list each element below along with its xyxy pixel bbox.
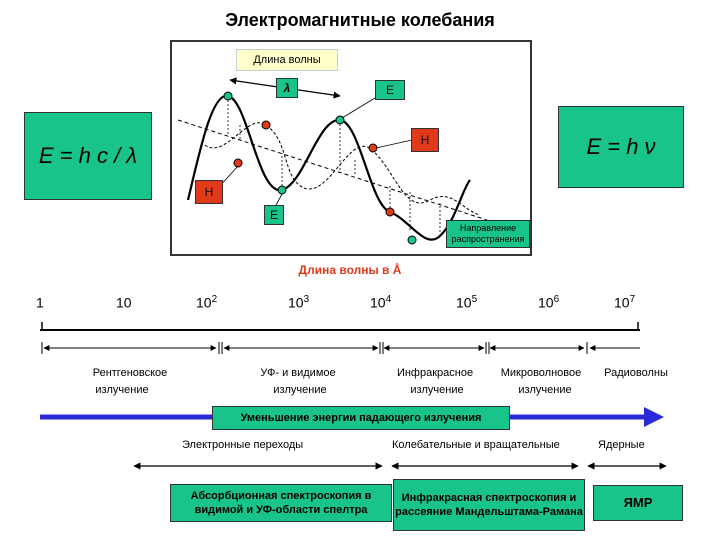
tick-label: 103 [288, 294, 309, 311]
tick-label: 10 [116, 294, 132, 311]
energy-banner: Уменьшение энергии падающего излучения [212, 406, 510, 430]
region-uv-label: УФ- и видимое [238, 367, 358, 379]
wavelength-label: Длина волны [236, 49, 338, 71]
region-microwave-label: Микроволновое [486, 367, 596, 379]
tick-label: 106 [538, 294, 559, 311]
transition-nuclear-label: Ядерные [598, 439, 645, 451]
wavelength-label-text: Длина волны [253, 54, 320, 66]
transition-electronic-label: Электронные переходы [182, 439, 303, 451]
region-ir-label: излучение [382, 384, 492, 396]
region-microwave-label: излучение [490, 384, 600, 396]
tick-label: 105 [456, 294, 477, 311]
transition-vibrational-label: Колебательные и вращательные [392, 439, 560, 451]
e-label-bottom: E [264, 205, 284, 225]
e-peak-marker [224, 92, 232, 100]
region-ir-label: Инфракрасное [380, 367, 490, 379]
h-label-right: H [411, 128, 439, 152]
h-pointer-line [376, 140, 412, 148]
method-uv-vis-box: Абсорбционная спектроскопия в видимой и … [170, 484, 392, 522]
h-trough-marker [234, 159, 242, 167]
method-ir-raman-box: Инфракрасная спектроскопия и рассеяние М… [393, 479, 585, 531]
propagation-direction-label: Направление распространения [446, 220, 530, 248]
region-uv-label: излучение [240, 384, 360, 396]
e-label-top: E [375, 80, 405, 100]
h-label-left: H [195, 180, 223, 204]
e-trough-marker [408, 236, 416, 244]
electric-field-wave [188, 96, 470, 240]
h-peak-marker [262, 121, 270, 129]
e-pointer-line [342, 98, 375, 118]
h-trough-marker [386, 208, 394, 216]
tick-label: 102 [196, 294, 217, 311]
tick-label: 107 [614, 294, 635, 311]
h-peak-marker [369, 144, 377, 152]
region-brackets [42, 342, 640, 354]
lambda-label: λ [276, 78, 298, 98]
region-xray-label: Рентгеновское [70, 367, 190, 379]
tick-label: 1 [36, 294, 44, 311]
method-nmr-box: ЯМР [593, 485, 683, 521]
e-trough-marker [278, 186, 286, 194]
region-radio-label: Радиоволны [586, 367, 686, 379]
region-xray-label: излучение [62, 384, 182, 396]
tick-label: 104 [370, 294, 391, 311]
propagation-axis [178, 120, 527, 233]
scale-caption: Длина волны в Å [250, 263, 450, 277]
